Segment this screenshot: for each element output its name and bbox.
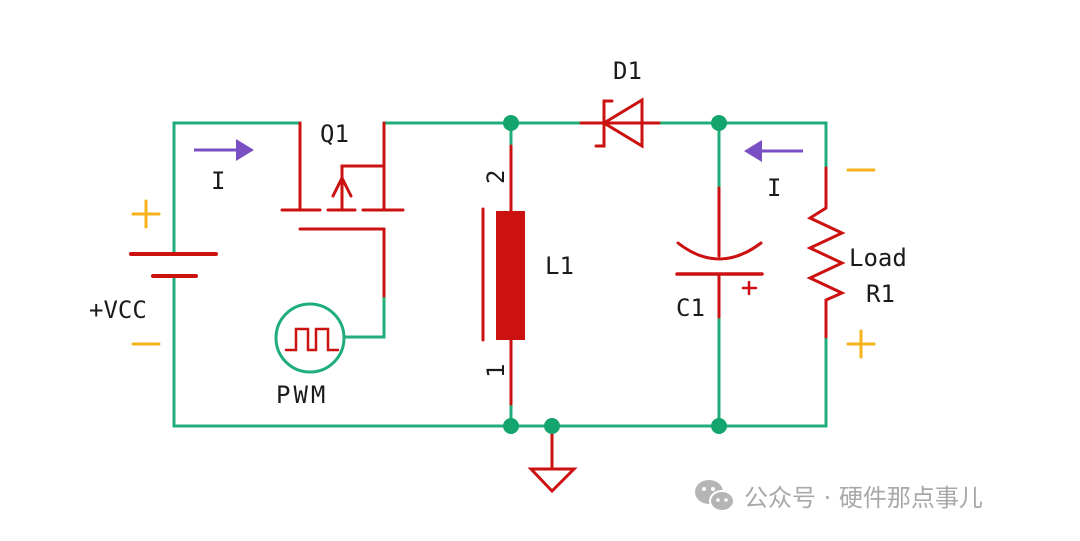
label-current-left: I bbox=[211, 167, 225, 195]
label-inductor-pin2: 2 bbox=[482, 170, 510, 184]
watermark-text: 公众号 · 硬件那点事儿 bbox=[744, 484, 983, 512]
ground-symbol bbox=[527, 424, 578, 494]
label-l1: L1 bbox=[545, 252, 574, 280]
current-arrow-left-icon bbox=[744, 140, 803, 162]
node-cap-top bbox=[711, 115, 727, 131]
label-d1: D1 bbox=[613, 57, 642, 85]
wechat-icon bbox=[695, 479, 735, 512]
capacitor-c1-symbol bbox=[675, 186, 764, 319]
node-inductor-top bbox=[503, 115, 519, 131]
wire-top-d1-to-load bbox=[657, 121, 828, 170]
wire-pwm bbox=[342, 294, 386, 339]
wire-vcc-top bbox=[172, 121, 302, 255]
wire-vcc-bottom bbox=[172, 274, 828, 428]
pwm-waveform bbox=[284, 327, 340, 352]
diode-d1-symbol bbox=[579, 97, 661, 149]
inductor-l1-symbol bbox=[481, 144, 525, 406]
mosfet-q1-symbol bbox=[280, 121, 405, 298]
label-c1: C1 bbox=[676, 294, 705, 322]
watermark: 公众号 · 硬件那点事儿 bbox=[694, 478, 983, 513]
battery-symbol bbox=[129, 252, 218, 278]
label-vcc: +VCC bbox=[89, 296, 147, 324]
label-load: Load bbox=[849, 244, 907, 272]
label-inductor-pin1: 1 bbox=[482, 364, 510, 378]
label-pwm: PWM bbox=[276, 381, 328, 409]
vcc-plus-sign bbox=[131, 199, 161, 229]
node-inductor-bottom bbox=[503, 418, 519, 434]
load-plus-sign bbox=[846, 329, 876, 359]
pwm-source-circle bbox=[274, 302, 346, 374]
node-cap-bottom bbox=[711, 418, 727, 434]
resistor-r1-symbol bbox=[806, 166, 846, 339]
label-current-right: I bbox=[767, 174, 781, 202]
current-arrow-right-icon bbox=[194, 139, 254, 161]
label-r1: R1 bbox=[866, 280, 895, 308]
label-q1: Q1 bbox=[320, 120, 349, 148]
junctions bbox=[503, 115, 727, 434]
node-ground bbox=[544, 418, 560, 434]
